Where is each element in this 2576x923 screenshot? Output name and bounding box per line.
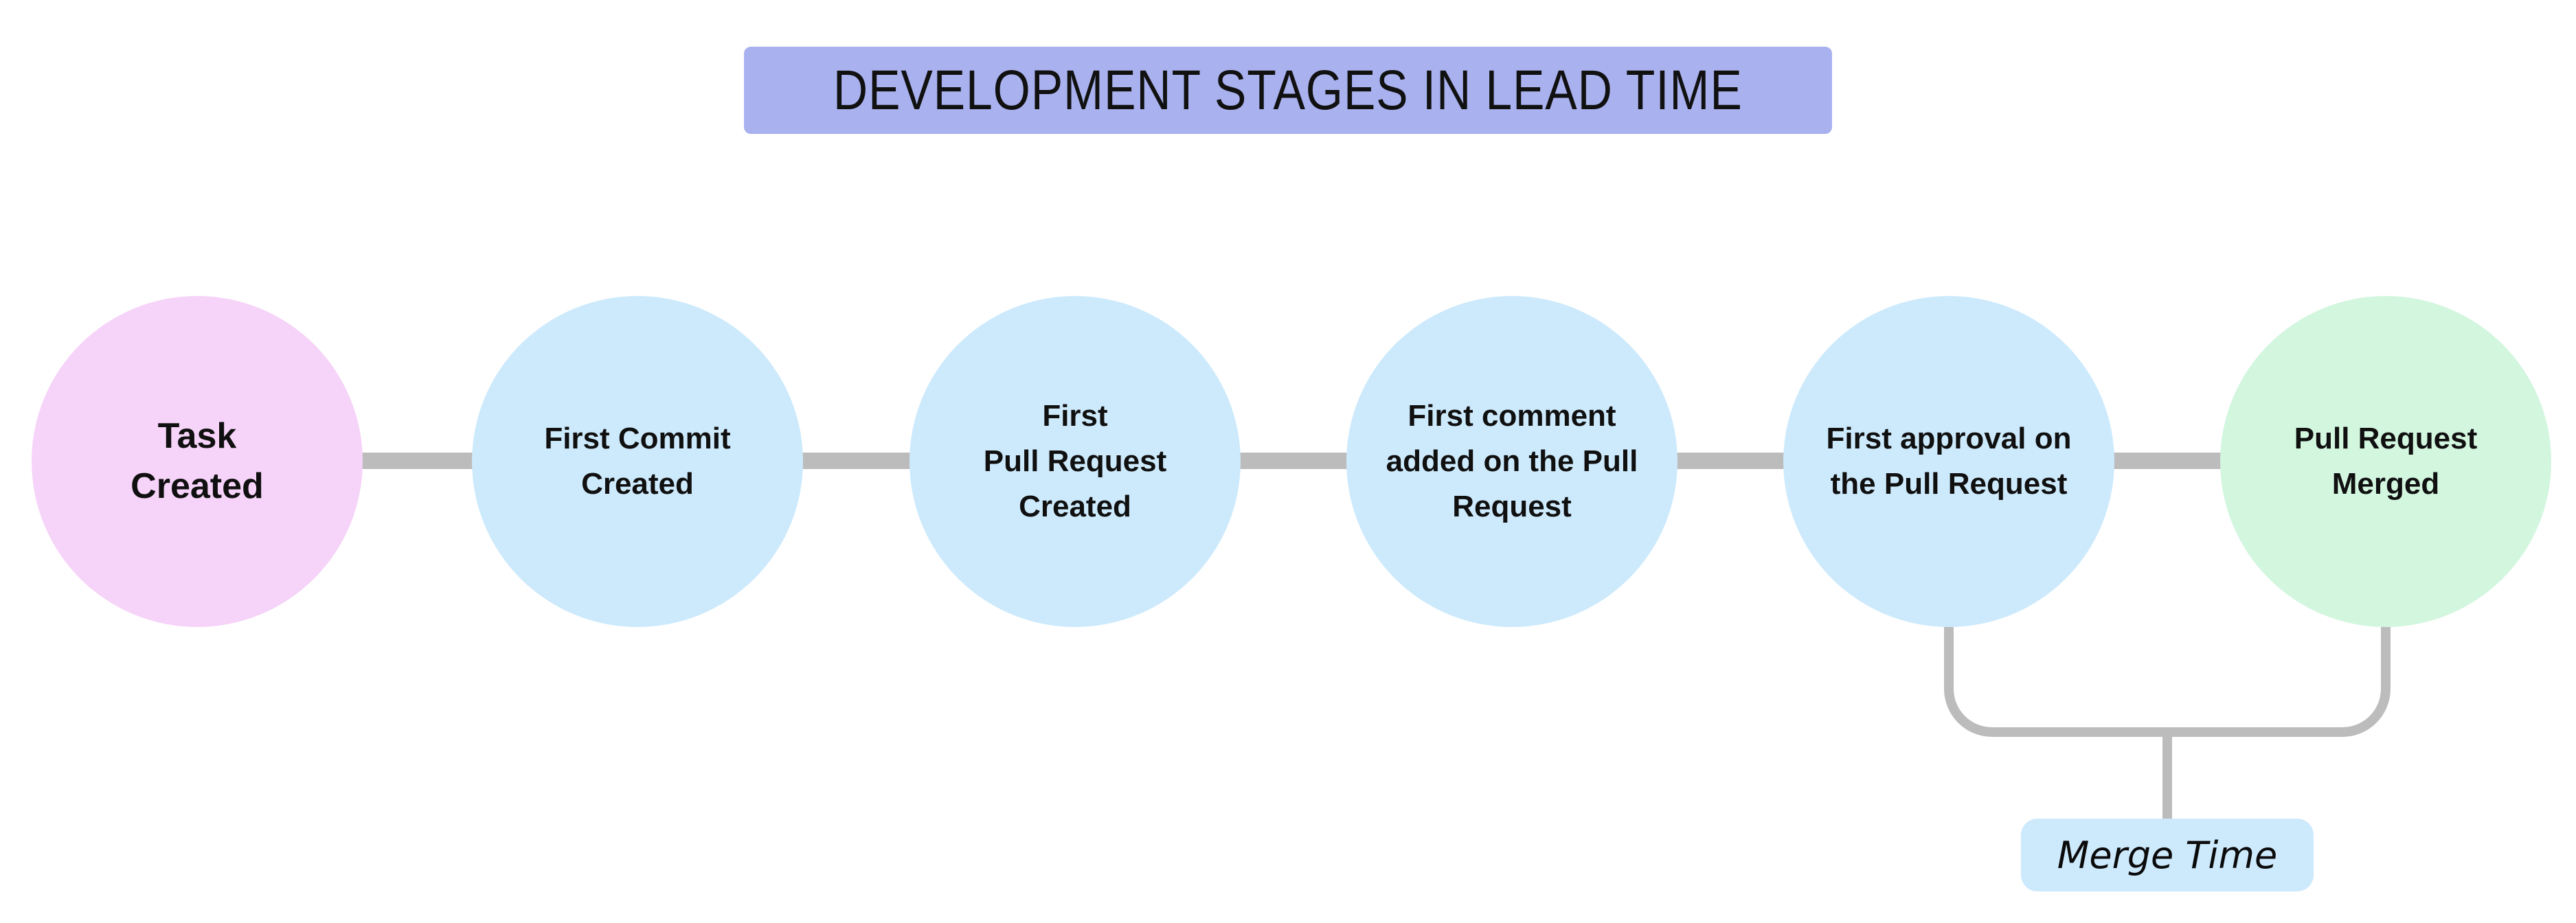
merge-time-label: Merge Time bbox=[2057, 833, 2278, 877]
stage-label: Task Created bbox=[131, 416, 264, 506]
merge-time-bracket-stem bbox=[2162, 729, 2172, 820]
stage-circle-task-created: Task Created bbox=[32, 296, 363, 627]
diagram-title-banner: DEVELOPMENT STAGES IN LEAD TIME bbox=[744, 47, 1832, 134]
merge-time-bracket bbox=[1944, 627, 2391, 737]
stage-circle-pull-request-merged: Pull Request Merged bbox=[2220, 296, 2551, 627]
stage-label: First Pull Request Created bbox=[983, 399, 1167, 523]
merge-time-box: Merge Time bbox=[2021, 819, 2314, 891]
stage-circle-first-comment: First comment added on the Pull Request bbox=[1346, 296, 1677, 627]
stage-label: First Commit Created bbox=[544, 422, 731, 501]
diagram-title: DEVELOPMENT STAGES IN LEAD TIME bbox=[833, 58, 1743, 122]
stage-label: Pull Request Merged bbox=[2294, 422, 2478, 501]
stage-label: First comment added on the Pull Request bbox=[1386, 399, 1638, 523]
stage-circle-first-approval: First approval on the Pull Request bbox=[1783, 296, 2114, 627]
stage-circle-first-commit: First Commit Created bbox=[472, 296, 803, 627]
stage-circle-first-pull-request: First Pull Request Created bbox=[909, 296, 1241, 627]
stage-label: First approval on the Pull Request bbox=[1826, 422, 2072, 501]
